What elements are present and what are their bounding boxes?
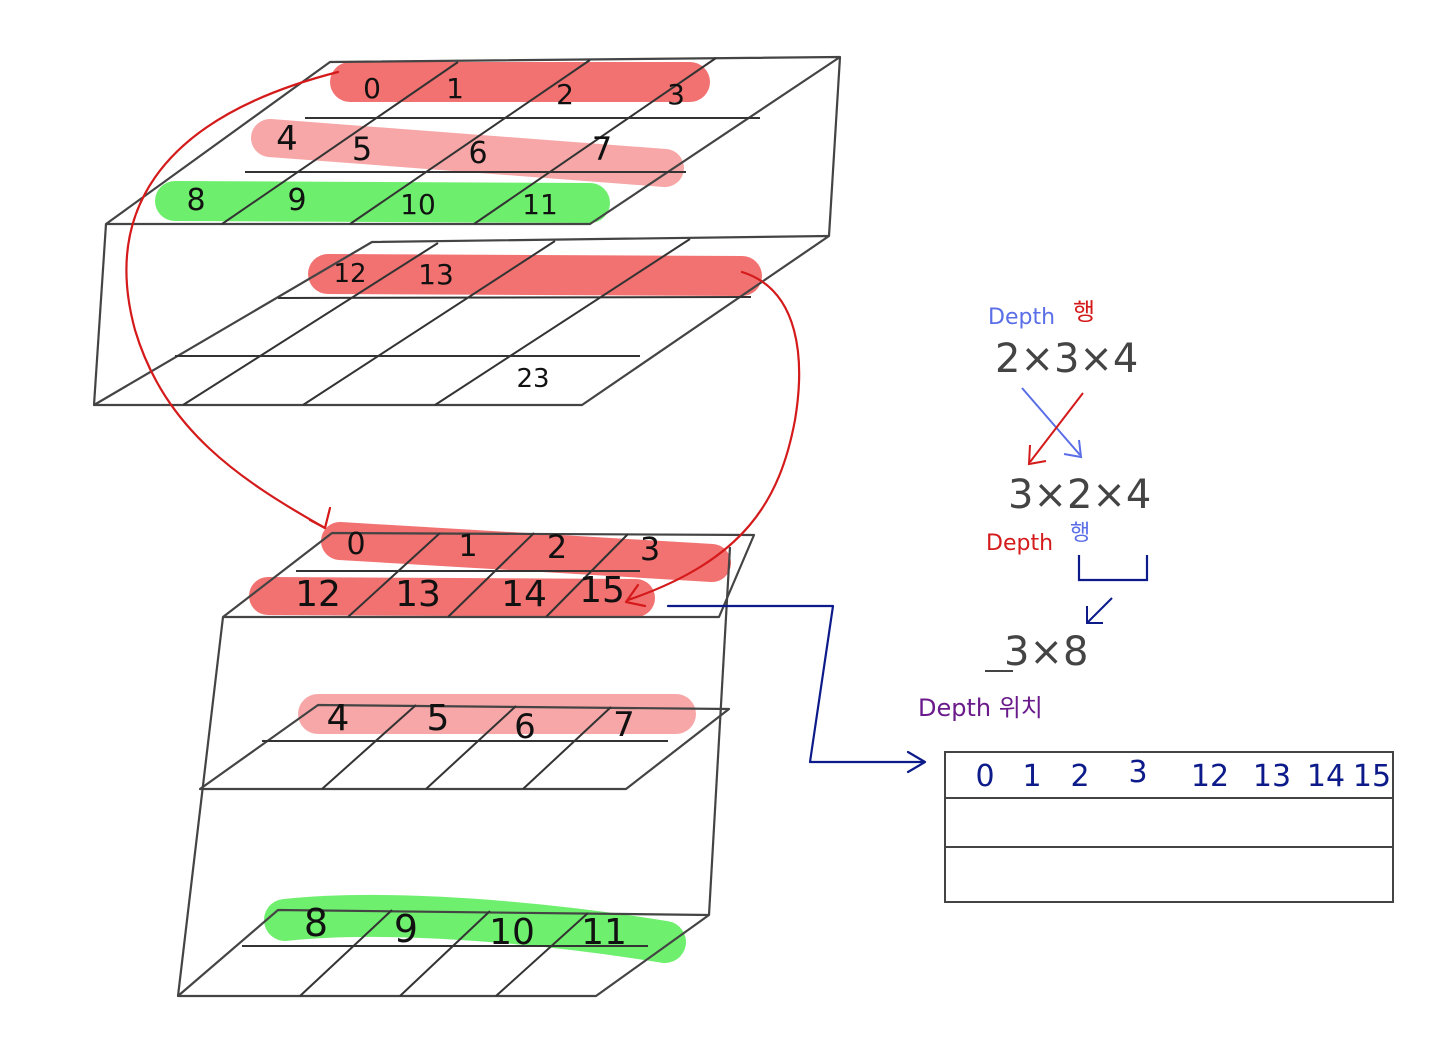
cell-number: 13 bbox=[395, 574, 441, 615]
grid-line bbox=[473, 57, 717, 225]
bottom-middle-layer-frame bbox=[198, 703, 731, 791]
cell-number: 6 bbox=[468, 136, 487, 171]
cell-number: 9 bbox=[287, 183, 306, 218]
table-cell: 0 bbox=[975, 759, 994, 794]
cell-number: 5 bbox=[427, 698, 450, 739]
bottom-block-left-edge bbox=[176, 616, 225, 997]
depth-label-1: Depth bbox=[988, 305, 1055, 330]
arrow-head-icon bbox=[1063, 439, 1083, 459]
grid-line bbox=[447, 532, 535, 618]
grid-line bbox=[349, 59, 591, 225]
shape-3x8: 3×8 bbox=[1004, 629, 1088, 675]
arrow-layer2-to-bottom bbox=[626, 270, 801, 602]
cell-number: 7 bbox=[592, 130, 612, 168]
cell-number: 1 bbox=[458, 529, 477, 564]
grid-line bbox=[522, 706, 612, 790]
arrow-row0-to-bottom bbox=[125, 70, 340, 530]
cell-number: 1 bbox=[446, 72, 464, 105]
arrow-to-result-table bbox=[666, 604, 926, 764]
cell-number: 0 bbox=[363, 72, 381, 105]
cell-number: 2 bbox=[556, 78, 574, 111]
cell-number: 4 bbox=[327, 698, 350, 739]
cell-number: 23 bbox=[516, 364, 549, 394]
table-cell: 13 bbox=[1253, 759, 1291, 794]
row-label-1: 행 bbox=[1073, 298, 1095, 326]
depth-position-label: Depth 위치 bbox=[918, 694, 1043, 722]
merge-arrow bbox=[1087, 597, 1113, 623]
table-cell: 2 bbox=[1070, 759, 1089, 794]
grid-line bbox=[399, 910, 491, 997]
cell-number: 4 bbox=[276, 119, 298, 159]
top-block: 0 1 2 3 4 5 6 7 8 9 10 11 12 13 23 bbox=[92, 55, 842, 407]
bottom-top-layer-frame bbox=[221, 531, 756, 619]
highlight-layer2-row-0 bbox=[308, 254, 762, 296]
bottom-bottom-layer-frame bbox=[176, 908, 711, 998]
grid-line bbox=[545, 533, 629, 618]
arrow-head-icon bbox=[1086, 606, 1103, 624]
grid-line bbox=[495, 912, 589, 997]
grid-line bbox=[182, 242, 439, 406]
table-cell: 3 bbox=[1128, 755, 1147, 790]
cell-number: 0 bbox=[346, 527, 365, 562]
cell-number: 3 bbox=[640, 530, 660, 568]
cell-number: 2 bbox=[547, 528, 567, 566]
grid-line bbox=[425, 705, 517, 790]
swap-arrow-blue bbox=[1021, 387, 1081, 456]
cell-number: 10 bbox=[400, 188, 436, 221]
lower-layer-frame bbox=[92, 234, 831, 407]
cell-number: 9 bbox=[394, 907, 418, 951]
table-cell: 1 bbox=[1022, 759, 1041, 794]
grid-line bbox=[221, 61, 459, 225]
cell-number: 14 bbox=[501, 574, 547, 615]
highlight-row-1 bbox=[251, 119, 684, 187]
depth-label-2: Depth bbox=[986, 531, 1053, 556]
row-label-2: 행 bbox=[1070, 521, 1090, 546]
highlight-row-8-11 bbox=[264, 894, 686, 963]
shape-notes: Depth 행 2×3×4 3×2×4 Depth 행 3×8 Depth 위치 bbox=[918, 298, 1151, 722]
grid-line bbox=[347, 532, 441, 618]
red-arrows bbox=[125, 70, 801, 608]
grid-line bbox=[277, 296, 752, 299]
merge-bracket bbox=[1077, 555, 1149, 582]
cell-number: 12 bbox=[295, 574, 341, 615]
table-cell: 14 bbox=[1307, 759, 1345, 794]
cell-number: 11 bbox=[581, 912, 627, 953]
top-block-right-edge bbox=[827, 56, 842, 237]
cell-number: 12 bbox=[333, 259, 366, 289]
arrow-head-icon bbox=[308, 506, 332, 530]
cell-number: 13 bbox=[418, 258, 454, 291]
bottom-block-right-edge bbox=[707, 546, 732, 916]
table-cell: 12 bbox=[1191, 759, 1229, 794]
result-table: 0 1 2 3 12 13 14 15 bbox=[944, 751, 1394, 903]
swap-arrow-red bbox=[1029, 392, 1084, 463]
cell-number: 8 bbox=[304, 901, 328, 945]
grid-line bbox=[321, 704, 417, 790]
highlight-row-12-15 bbox=[249, 577, 655, 617]
cell-number: 5 bbox=[352, 130, 372, 168]
cell-number: 15 bbox=[579, 570, 625, 611]
grid-line bbox=[299, 909, 393, 997]
cell-number: 6 bbox=[514, 707, 536, 747]
cell-number: 10 bbox=[489, 912, 535, 953]
shape-3x2x4: 3×2×4 bbox=[1008, 472, 1151, 518]
cell-number: 11 bbox=[522, 188, 558, 221]
bottom-block: 0 1 2 3 12 13 14 15 4 5 6 7 8 9 10 11 bbox=[176, 522, 756, 998]
shape-2x3x4: 2×3×4 bbox=[995, 336, 1138, 382]
grid-line bbox=[434, 238, 691, 406]
top-layer-frame bbox=[104, 55, 842, 226]
arrow-head-icon bbox=[906, 750, 927, 774]
top-block-left-edge bbox=[92, 223, 108, 406]
highlight-row-0-3 bbox=[321, 522, 731, 582]
grid-line bbox=[302, 240, 556, 406]
table-cell: 15 bbox=[1353, 759, 1391, 794]
navy-arrow bbox=[666, 604, 927, 774]
arrow-head-icon bbox=[1027, 444, 1047, 466]
arrow-head-icon bbox=[624, 583, 647, 608]
cell-number: 3 bbox=[667, 78, 685, 111]
cell-number: 7 bbox=[613, 705, 635, 745]
cell-number: 8 bbox=[186, 183, 205, 218]
result-table-frame bbox=[944, 751, 1394, 903]
